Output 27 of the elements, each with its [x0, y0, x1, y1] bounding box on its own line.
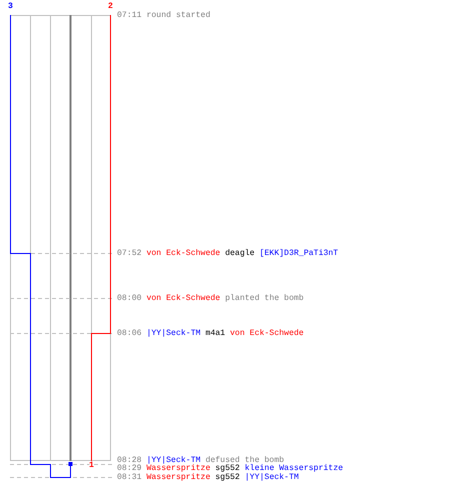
player-name: von Eck-Schwede — [146, 294, 220, 303]
weapon-name: deagle — [225, 249, 255, 258]
player-name: |YY|Seck-TM — [146, 329, 201, 338]
player-name: Wasserspritze — [146, 473, 210, 482]
event-text: defused the bomb — [205, 456, 284, 465]
event-text: round started — [146, 11, 210, 20]
player-name: Wasserspritze — [146, 464, 210, 473]
event-text: planted the bomb — [225, 294, 304, 303]
timestamp: 08:28 — [117, 456, 142, 465]
weapon-name: sg552 — [215, 473, 240, 482]
timestamp: 08:06 — [117, 329, 142, 338]
timestamp: 08:00 — [117, 294, 142, 303]
player-count: 2 — [108, 3, 113, 11]
player-count: 1 — [89, 462, 94, 470]
player-name: von Eck-Schwede — [230, 329, 304, 338]
player-count: 3 — [8, 3, 13, 11]
timestamp: 08:31 — [117, 473, 142, 482]
player-name: [EKK]D3R_PaTi3nT — [259, 249, 338, 258]
timestamp: 07:52 — [117, 249, 142, 258]
player-name: von Eck-Schwede — [146, 249, 220, 258]
timestamp: 07:11 — [117, 11, 142, 20]
player-name: |YY|Seck-TM — [146, 456, 201, 465]
timestamp: 08:29 — [117, 464, 142, 473]
player-name: kleine Wasserspritze — [244, 464, 344, 473]
weapon-name: m4a1 — [205, 329, 226, 338]
player-name: |YY|Seck-TM — [244, 473, 299, 482]
weapon-name: sg552 — [215, 464, 240, 473]
